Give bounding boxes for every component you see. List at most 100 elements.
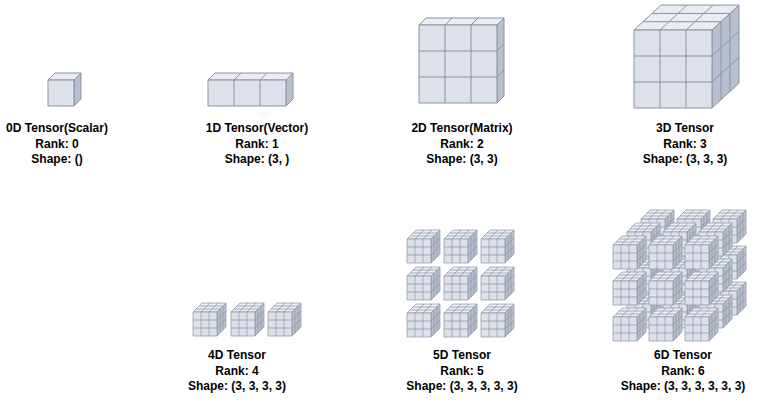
cube-face	[481, 304, 514, 313]
grid-line	[715, 239, 716, 263]
cube-face	[268, 312, 292, 336]
grid-line	[407, 329, 431, 330]
grid-line	[508, 273, 509, 297]
grid-line	[630, 229, 654, 230]
cube-face	[613, 236, 646, 245]
grid-line	[693, 308, 702, 317]
grid-line	[637, 244, 646, 253]
cube-face	[419, 25, 497, 103]
grid-line	[431, 238, 440, 247]
cube-face	[481, 239, 505, 263]
grid-line	[673, 316, 682, 325]
grid-line	[410, 310, 434, 311]
grid-line	[419, 77, 497, 78]
grid-line	[497, 239, 498, 263]
grid-line	[660, 30, 661, 108]
cube-face	[677, 210, 710, 219]
grid-line	[497, 44, 504, 51]
grid-line	[199, 306, 223, 307]
grid-line	[415, 304, 424, 313]
grid-line	[445, 18, 452, 25]
grid-line	[276, 312, 277, 336]
grid-line	[497, 267, 506, 276]
grid-line	[484, 273, 508, 274]
grid-line	[452, 304, 461, 313]
grid-line	[460, 313, 461, 337]
cube-face	[649, 308, 682, 317]
grid-line	[481, 321, 505, 322]
tensor-block	[444, 230, 477, 263]
tensor-block	[613, 272, 646, 305]
grid-line	[413, 233, 437, 234]
grid-line	[686, 5, 713, 30]
grid-line	[665, 317, 666, 341]
grid-line	[737, 254, 746, 263]
grid-line	[721, 210, 730, 219]
grid-line	[407, 321, 431, 322]
cube-face	[627, 223, 660, 232]
grid-line	[431, 320, 440, 329]
cube-face	[481, 267, 514, 276]
grid-line	[468, 238, 477, 247]
grid-line	[613, 297, 637, 298]
grid-line	[231, 328, 255, 329]
tensor-block	[685, 236, 718, 269]
grid-line	[652, 242, 676, 243]
grid-line	[730, 13, 731, 91]
grid-line	[712, 242, 713, 266]
grid-line	[255, 319, 264, 328]
grid-line	[237, 306, 261, 307]
grid-line	[434, 310, 435, 334]
cube-face	[685, 245, 709, 269]
cube-face	[444, 304, 477, 313]
grid-line	[444, 247, 468, 248]
grid-line	[634, 82, 712, 83]
cube-face	[407, 230, 440, 239]
tensor-block	[268, 303, 301, 336]
grid-line	[726, 265, 727, 289]
grid-line	[450, 233, 474, 234]
grid-line	[410, 236, 434, 237]
grid-line	[431, 275, 440, 284]
tensor-label: 5D Tensor	[433, 348, 491, 362]
grid-line	[671, 223, 680, 232]
grid-line	[613, 261, 637, 262]
grid-line	[709, 324, 718, 333]
grid-line	[679, 223, 688, 232]
grid-line	[613, 289, 637, 290]
grid-line	[643, 275, 644, 299]
cube-face	[444, 267, 477, 276]
grid-line	[629, 236, 638, 245]
grid-line	[712, 278, 713, 302]
grid-line	[437, 233, 438, 257]
grid-line	[247, 303, 256, 312]
grid-line	[709, 288, 718, 297]
grid-line	[688, 278, 712, 279]
cube-face	[444, 230, 477, 239]
grid-line	[693, 272, 702, 281]
grid-line	[629, 272, 638, 281]
grid-line	[676, 314, 677, 338]
grid-line	[691, 275, 715, 276]
tensor-block	[231, 303, 264, 336]
cube-face	[407, 239, 431, 263]
grid-line	[740, 288, 741, 312]
grid-line	[616, 314, 640, 315]
grid-line	[415, 267, 424, 276]
cube-face	[497, 18, 504, 103]
tensor-label: Rank: 3	[663, 137, 706, 151]
grid-line	[709, 244, 718, 253]
grid-line	[723, 303, 732, 312]
grid-line	[452, 230, 461, 239]
grid-line	[701, 281, 702, 305]
grid-line	[673, 280, 682, 289]
grid-line	[481, 292, 505, 293]
grid-line	[447, 310, 471, 311]
grid-line	[489, 313, 490, 337]
grid-line	[685, 333, 709, 334]
grid-line	[621, 272, 630, 281]
grid-line	[444, 255, 468, 256]
tensor-label: Rank: 0	[35, 137, 78, 151]
grid-line	[729, 262, 730, 286]
